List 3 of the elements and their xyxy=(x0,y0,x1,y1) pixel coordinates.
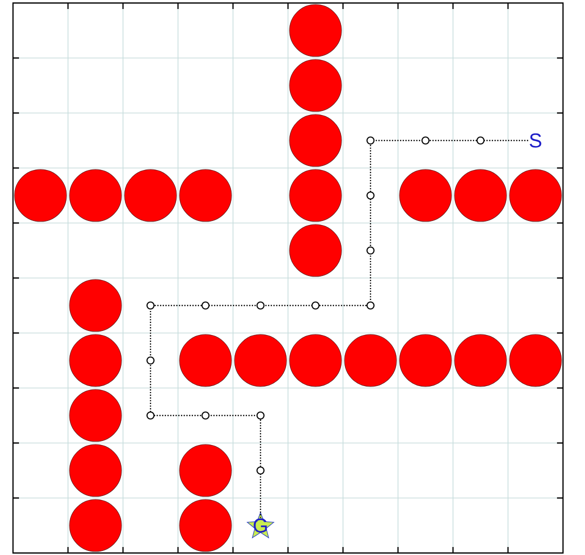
path-line xyxy=(150,140,528,518)
point-label: G xyxy=(254,518,267,533)
point-label: S xyxy=(530,133,542,148)
